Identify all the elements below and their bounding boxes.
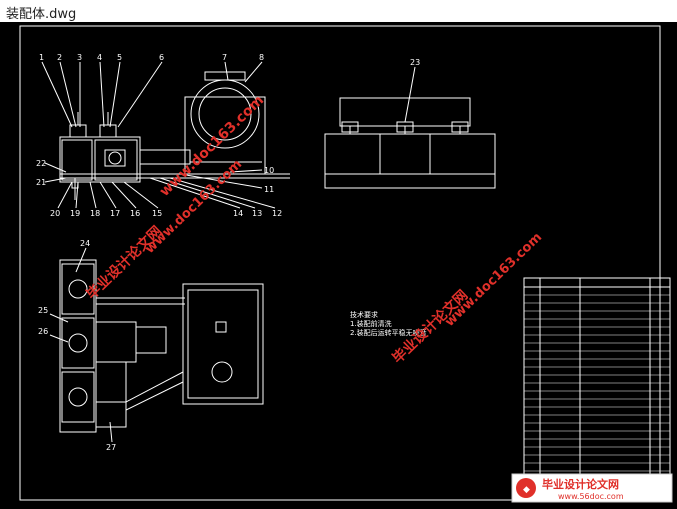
balloon-label: 14 — [233, 209, 243, 218]
svg-text:◆: ◆ — [523, 485, 530, 495]
balloon-label: 1 — [39, 53, 44, 62]
balloon-label: 5 — [117, 53, 122, 62]
tech-notes: 技术要求 1.装配前清洗 2.装配后运转平稳无噪音 — [350, 310, 427, 337]
balloon-label: 21 — [36, 178, 46, 187]
tech-notes-line: 1.装配前清洗 — [350, 319, 392, 328]
balloon-label: 7 — [222, 53, 227, 62]
watermark-url: www.doc163.com — [442, 230, 545, 330]
tech-notes-line: 2.装配后运转平稳无噪音 — [350, 328, 427, 337]
balloon-label: 26 — [38, 327, 48, 336]
balloon-label: 8 — [259, 53, 264, 62]
window-title: 装配体.dwg — [6, 7, 77, 22]
watermark-text: 毕业设计论文网 — [389, 287, 471, 367]
balloon-label: 3 — [77, 53, 82, 62]
plan-view — [49, 247, 264, 443]
balloon-label: 11 — [264, 185, 274, 194]
tech-notes-title: 技术要求 — [350, 310, 378, 319]
cad-drawing: 1 2 3 4 5 6 7 8 22 21 20 19 18 17 16 15 … — [19, 25, 673, 503]
window-titlebar: 装配体.dwg — [0, 0, 677, 23]
front-view — [41, 61, 290, 209]
drawing-border — [19, 25, 661, 501]
balloons-left: 22 21 — [36, 159, 46, 187]
balloon-label: 25 — [38, 306, 48, 315]
balloon-label: 17 — [110, 209, 120, 218]
balloons-front: 1 2 3 4 5 6 7 8 — [39, 53, 264, 62]
balloon-label: 4 — [97, 53, 102, 62]
balloon-label: 18 — [90, 209, 100, 218]
balloon-label: 2 — [57, 53, 62, 62]
balloon-label: 12 — [272, 209, 282, 218]
balloon-label: 15 — [152, 209, 162, 218]
balloons-plan: 24 25 26 27 — [38, 239, 116, 452]
balloon-label: 20 — [50, 209, 60, 218]
balloon-label: 13 — [252, 209, 262, 218]
balloon-label: 19 — [70, 209, 80, 218]
balloon-label: 10 — [264, 166, 274, 175]
balloons-bottom: 20 19 18 17 16 15 14 13 12 — [50, 209, 282, 218]
balloon-label: 27 — [106, 443, 116, 452]
balloon-label: 16 — [130, 209, 140, 218]
footer-url: www.56doc.com — [558, 492, 624, 501]
drawing-canvas[interactable]: 1 2 3 4 5 6 7 8 22 21 20 19 18 17 16 15 … — [0, 22, 677, 505]
balloons-right: 10 11 — [264, 166, 274, 194]
watermark-footer: ◆ 毕业设计论文网 www.56doc.com — [511, 473, 673, 503]
footer-text: 毕业设计论文网 — [542, 477, 619, 491]
balloon-label: 24 — [80, 239, 90, 248]
side-view — [324, 66, 496, 189]
balloon-label: 22 — [36, 159, 46, 168]
balloon-label: 6 — [159, 53, 164, 62]
parts-list-rows — [524, 294, 670, 472]
balloon-label: 23 — [410, 58, 420, 67]
